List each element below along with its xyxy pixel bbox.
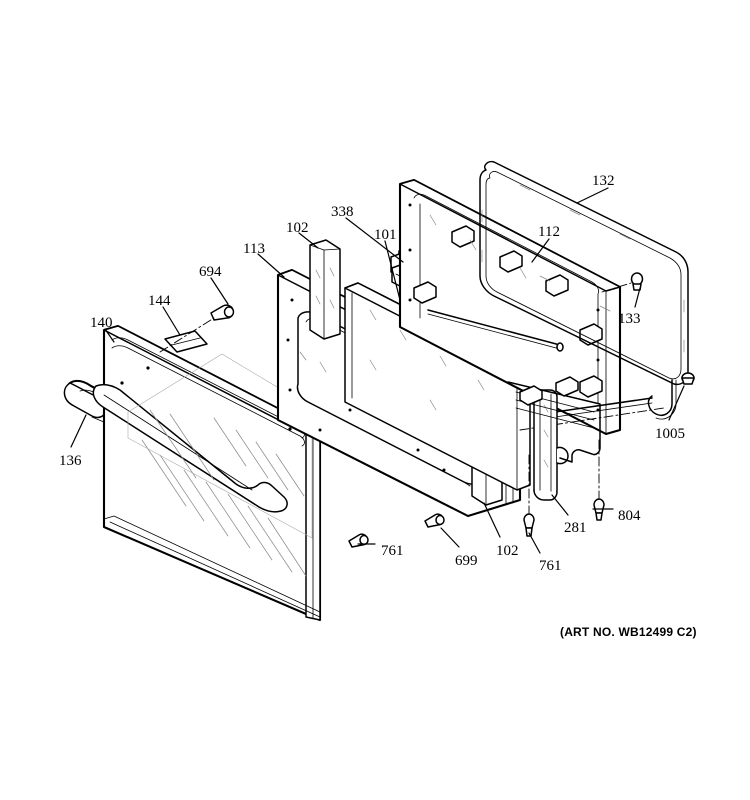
callout-132: 132 (592, 173, 615, 189)
callout-144: 144 (148, 293, 171, 309)
callout-338: 338 (331, 204, 354, 220)
callout-102-lower: 102 (496, 543, 519, 559)
callout-281: 281 (564, 520, 587, 536)
leader-lines (70, 187, 685, 554)
callout-1005: 1005 (655, 426, 685, 442)
centerline-133 (601, 282, 632, 293)
callout-804: 804 (618, 508, 641, 524)
callout-694: 694 (199, 264, 222, 280)
callout-761-left: 761 (381, 543, 404, 559)
centerline-694 (159, 317, 215, 353)
gasket-clips (413, 225, 603, 398)
part-761-screw-right (523, 513, 535, 537)
callout-102-upper: 102 (286, 220, 309, 236)
part-133-gasket-screw (630, 272, 644, 291)
callout-136: 136 (59, 453, 82, 469)
callout-112: 112 (538, 224, 560, 240)
part-761-screw-left (348, 533, 369, 548)
callout-133: 133 (618, 311, 641, 327)
callout-761-right: 761 (539, 558, 562, 574)
part-144-handle-bracket (164, 330, 208, 353)
part-102-spacer-upper (309, 239, 341, 340)
callout-140: 140 (90, 315, 113, 331)
part-694-handle-screw (210, 304, 235, 321)
part-140-outer-door-panel (92, 324, 322, 622)
part-112-inner-liner (398, 178, 622, 436)
callout-699: 699 (455, 553, 478, 569)
hinge-support-rail (507, 376, 601, 463)
callout-101: 101 (374, 227, 397, 243)
part-699-screw (424, 513, 445, 528)
callout-113: 113 (243, 241, 265, 257)
